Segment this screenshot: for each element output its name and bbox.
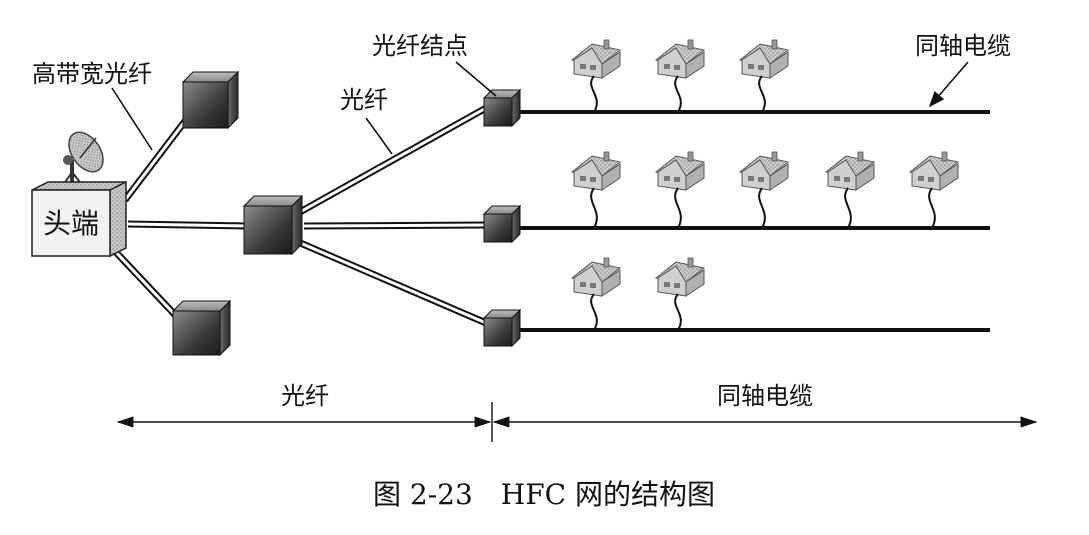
coax-cables bbox=[520, 110, 990, 332]
house-icon bbox=[654, 151, 706, 229]
fiber-pointer bbox=[365, 117, 393, 155]
headend-label: 头端 bbox=[43, 207, 99, 240]
high-bandwidth-fiber-pointer bbox=[111, 87, 153, 151]
span-arrows: 光纤 同轴电缆 bbox=[116, 382, 1038, 442]
high-bandwidth-fiber-label: 高带宽光纤 bbox=[32, 60, 152, 88]
fiber-hub-top bbox=[181, 70, 240, 130]
house-icon bbox=[738, 39, 790, 113]
fiber-links bbox=[109, 104, 488, 327]
subscriber-houses bbox=[570, 39, 960, 331]
house-icon bbox=[570, 39, 622, 113]
coax-label-top: 同轴电缆 bbox=[915, 32, 1011, 60]
coax-pointer bbox=[928, 61, 969, 108]
fiber-span-label: 光纤 bbox=[281, 382, 329, 410]
house-icon bbox=[570, 257, 622, 331]
house-icon bbox=[824, 151, 876, 229]
headend: 头端 bbox=[31, 131, 127, 258]
fiber-hub-middle bbox=[242, 194, 304, 256]
house-icon bbox=[570, 151, 622, 229]
house-icon bbox=[738, 151, 790, 229]
fiber-label-top: 光纤 bbox=[340, 86, 388, 114]
fiber-node-3 bbox=[482, 308, 522, 348]
coax-span-label: 同轴电缆 bbox=[717, 382, 813, 410]
satellite-dish-icon bbox=[59, 131, 104, 191]
fiber-node-1 bbox=[482, 88, 522, 128]
top-labels: 高带宽光纤 光纤结点 光纤 同轴电缆 bbox=[32, 32, 1011, 155]
house-icon bbox=[654, 39, 706, 113]
figure-caption: 图 2-23 HFC 网的结构图 bbox=[373, 478, 715, 511]
house-icon bbox=[654, 257, 706, 331]
fiber-node-2 bbox=[482, 204, 522, 244]
fiber-node-label: 光纤结点 bbox=[372, 32, 468, 60]
house-icon bbox=[908, 151, 960, 229]
fiber-node-pointer bbox=[455, 61, 497, 97]
fiber-hub-bottom bbox=[171, 299, 232, 357]
